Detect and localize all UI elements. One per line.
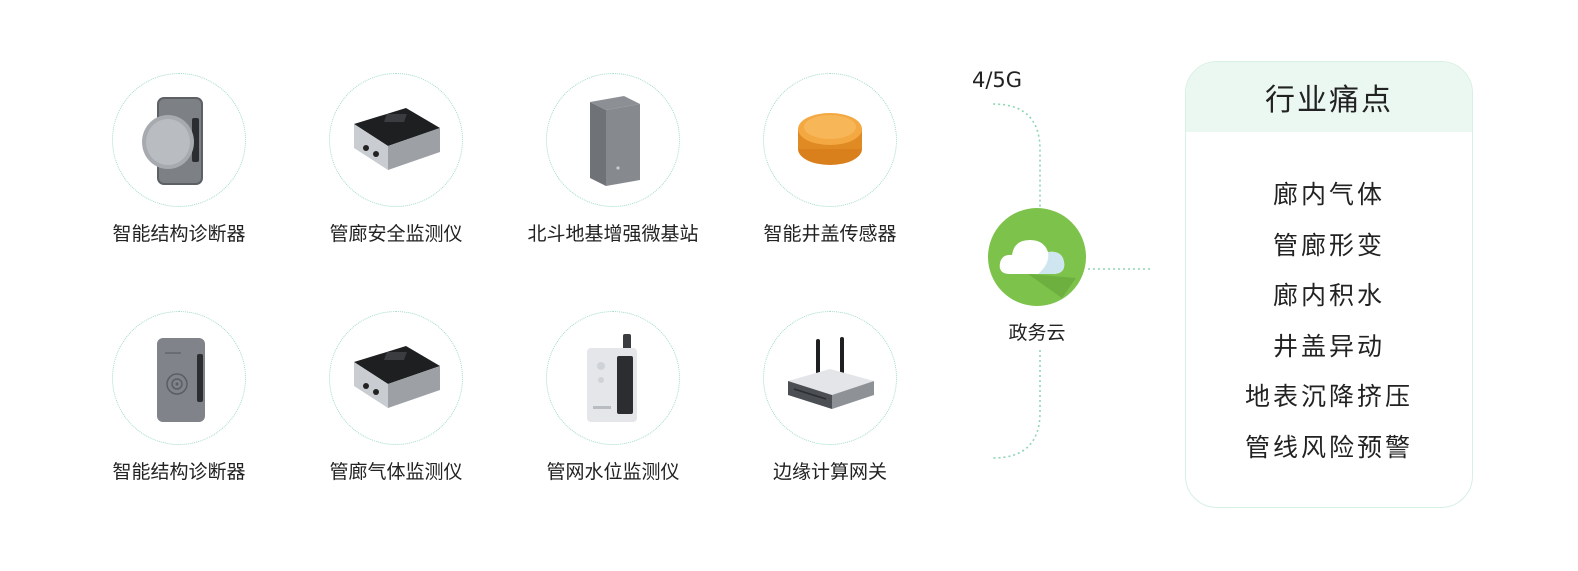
device-ring [763,311,897,445]
device-card: 北斗地基增强微基站 [513,73,713,273]
manhole-cover-sensor-icon [798,113,862,165]
cloud-label: 政务云 [1008,322,1066,344]
device-ring [546,311,680,445]
device-label: 管廊安全监测仪 [329,223,463,245]
device-ring [546,73,680,207]
list-item: 廊内积水 [1272,281,1385,310]
device-label: 北斗地基增强微基站 [527,223,699,245]
device-card: 智能井盖传感器 [730,73,930,273]
device-ring [329,311,463,445]
cloud-icon [988,208,1086,306]
device-ring [763,73,897,207]
pain-points-list: 廊内气体 管廊形变 廊内积水 井盖异动 地表沉降挤压 管线风险预警 [1186,132,1472,473]
device-ring [112,311,246,445]
device-card: 智能结构诊断器 [79,311,279,511]
device-label: 边缘计算网关 [772,461,887,483]
structure-diagnostic-device-icon [142,97,203,185]
edge-gateway-router-icon [788,337,874,409]
safety-monitor-box-icon [354,108,440,170]
cloud-node [988,208,1086,306]
device-label: 管廊气体监测仪 [329,461,463,483]
gas-monitor-box-icon [354,346,440,408]
list-item: 廊内气体 [1272,180,1385,209]
network-label: 4/5G [972,68,1023,92]
device-card: 管网水位监测仪 [513,311,713,511]
device-label: 智能井盖传感器 [763,223,897,245]
device-ring [329,73,463,207]
device-card: 管廊安全监测仪 [296,73,496,273]
device-label: 智能结构诊断器 [112,223,246,245]
list-item: 管廊形变 [1272,230,1385,260]
device-card: 边缘计算网关 [730,311,930,511]
device-label: 管网水位监测仪 [546,461,680,483]
list-item: 井盖异动 [1272,331,1385,361]
device-card: 管廊气体监测仪 [296,311,496,511]
list-item: 管线风险预警 [1244,432,1413,462]
device-ring [112,73,246,207]
pain-points-panel: 行业痛点 廊内气体 管廊形变 廊内积水 井盖异动 地表沉降挤压 管线风险预警 [1185,61,1473,508]
beidou-base-station-icon [590,96,640,186]
device-card: 智能结构诊断器 [79,73,279,273]
panel-title: 行业痛点 [1186,62,1472,132]
list-item: 地表沉降挤压 [1244,382,1413,411]
device-label: 智能结构诊断器 [112,461,246,483]
water-level-monitor-icon [587,334,637,422]
structure-diagnostic-device-icon [157,338,205,422]
